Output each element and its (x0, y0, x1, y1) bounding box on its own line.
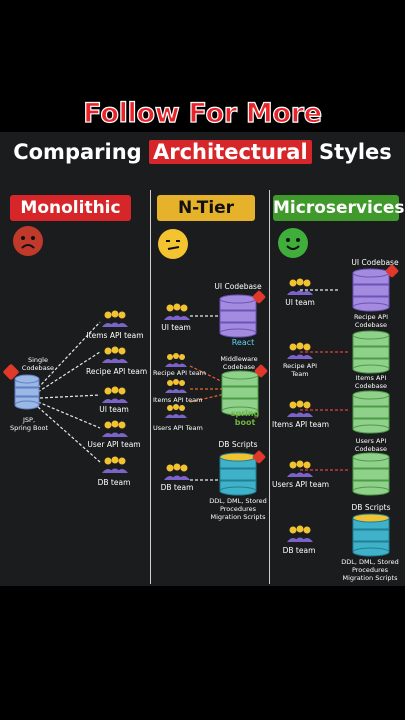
database-stack-icon (352, 268, 390, 316)
title-suffix: Styles (311, 140, 392, 164)
team-group-icon (285, 278, 315, 302)
team-group-icon (285, 460, 315, 484)
happy-face-icon (278, 228, 308, 258)
team-group-icon (100, 386, 130, 410)
column-divider (150, 190, 151, 584)
recipe-codebase-label: Recipe API Codebase (353, 313, 389, 329)
team-label: Recipe API team (153, 369, 207, 377)
spring-boot-logo-label: spring boot (230, 409, 260, 427)
team-label: Items API team (272, 420, 330, 429)
team-group-icon (285, 342, 315, 366)
team-label: Recipe API team (86, 367, 148, 376)
single-codebase-label: Single Codebase (21, 356, 55, 372)
team-label: UI team (285, 298, 315, 307)
users-codebase-label: Users API Codebase (354, 437, 388, 453)
team-group-icon (100, 346, 130, 370)
team-group-icon (100, 310, 130, 334)
team-label: UI team (99, 405, 129, 414)
team-label: DB team (97, 478, 131, 487)
team-group-icon (163, 404, 189, 424)
items-codebase-label: Items API Codebase (354, 374, 388, 390)
database-stack-icon (352, 330, 390, 378)
team-group-icon (285, 525, 315, 549)
title-prefix: Comparing (13, 140, 149, 164)
page-title: Comparing Architectural Styles (0, 140, 405, 164)
database-stack-icon (14, 374, 40, 414)
db-scripts-label: DB Scripts (351, 503, 391, 512)
team-group-icon (100, 420, 130, 444)
database-stack-icon (352, 513, 390, 561)
monolith-tech-label: JSP, Spring Boot (9, 416, 48, 432)
team-group-icon (100, 456, 130, 480)
sad-face-icon (13, 226, 43, 256)
team-group-icon (163, 353, 189, 373)
react-logo-label: React (231, 338, 255, 347)
database-stack-icon (221, 370, 259, 420)
team-label: UI team (161, 323, 191, 332)
database-stack-icon (219, 294, 257, 342)
team-label: Recipe API Team (282, 362, 318, 378)
ui-codebase-label: UI Codebase (351, 258, 399, 267)
database-stack-icon (352, 452, 390, 500)
column-divider (269, 190, 270, 584)
team-group-icon (285, 400, 315, 424)
microservices-heading: Microservices (273, 195, 405, 221)
monolithic-heading: Monolithic (10, 195, 131, 221)
follow-banner: Follow For More (83, 97, 323, 129)
db-description-label: DDL, DML, Stored Procedures Migration Sc… (341, 558, 399, 582)
title-highlight: Architectural (149, 140, 312, 164)
team-label: DB team (160, 483, 194, 492)
team-group-icon (162, 303, 192, 327)
team-label: DB team (282, 546, 316, 555)
team-label: Users API team (272, 480, 330, 489)
team-group-icon (162, 463, 192, 487)
team-group-icon (163, 379, 189, 399)
ntier-heading: N-Tier (157, 195, 255, 221)
middleware-codebase-label: Middleware Codebase (220, 355, 258, 371)
database-stack-icon (219, 452, 257, 500)
ui-codebase-label: UI Codebase (214, 282, 262, 291)
team-label: Items API team (153, 396, 203, 404)
team-label: User API team (87, 440, 141, 449)
database-stack-icon (352, 390, 390, 438)
team-label: Items API team (86, 331, 144, 340)
neutral-face-icon (158, 229, 188, 259)
db-description-label: DDL, DML, Stored Procedures Migration Sc… (209, 497, 267, 521)
team-label: Users API Team (153, 424, 203, 432)
db-scripts-label: DB Scripts (218, 440, 258, 449)
